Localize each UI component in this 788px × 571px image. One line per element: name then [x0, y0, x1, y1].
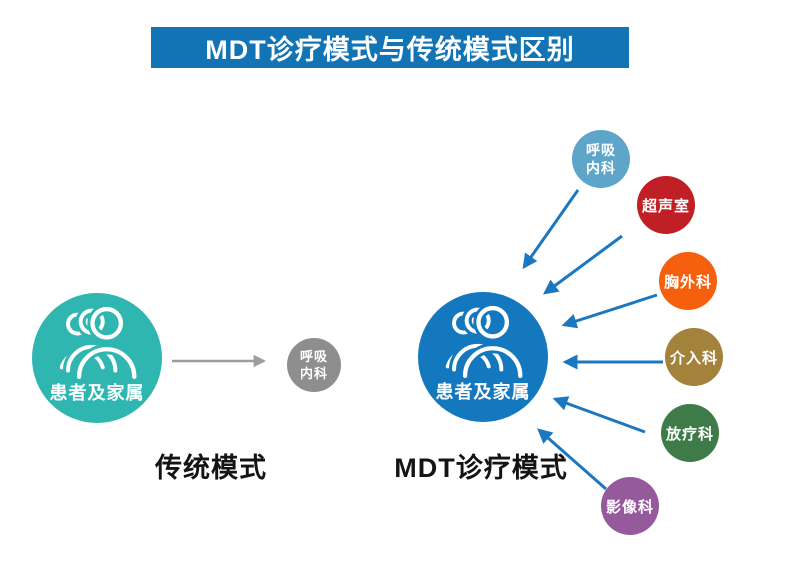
dept-node-respiratory: 呼吸 内科 [572, 130, 630, 188]
dept-node-imaging: 影像科 [601, 477, 659, 535]
mdt-arrow-ultrasound [542, 234, 623, 295]
mdt-arrow-thoracic [561, 293, 658, 329]
dept-node-traditional-respiratory: 呼吸 内科 [287, 338, 341, 392]
traditional-mode-label: 传统模式 [155, 453, 267, 483]
dept-label-line: 呼吸 [299, 349, 328, 364]
dept-label: 超声室 [641, 197, 690, 215]
dept-label: 影像科 [605, 498, 654, 516]
dept-node-ultrasound: 超声室 [637, 176, 695, 234]
dept-node-intervention: 介入科 [665, 328, 723, 386]
title-banner: MDT诊疗模式与传统模式区别 [151, 27, 629, 68]
mdt-patient-label: 患者及家属 [435, 382, 531, 402]
dept-label-line: 内科 [586, 160, 616, 176]
mdt-patient-circle: 患者及家属 [418, 292, 548, 422]
people-group-icon [59, 303, 139, 380]
mdt-arrow-radiotherapy [552, 396, 646, 434]
people-group-icon [445, 302, 525, 379]
dept-label: 胸外科 [663, 273, 712, 291]
mdt-mode-label: MDT诊疗模式 [394, 453, 568, 483]
traditional-patient-label: 患者及家属 [49, 383, 145, 403]
dept-node-thoracic: 胸外科 [659, 252, 717, 310]
page-title: MDT诊疗模式与传统模式区别 [205, 35, 575, 65]
mdt-arrow-respiratory [522, 189, 580, 270]
dept-label-line: 内科 [299, 366, 328, 381]
dept-node-radiotherapy: 放疗科 [661, 404, 719, 462]
dept-label-line: 呼吸 [586, 142, 616, 158]
dept-label: 放疗科 [665, 425, 714, 443]
traditional-patient-circle: 患者及家属 [32, 293, 162, 423]
dept-label: 介入科 [669, 349, 718, 367]
